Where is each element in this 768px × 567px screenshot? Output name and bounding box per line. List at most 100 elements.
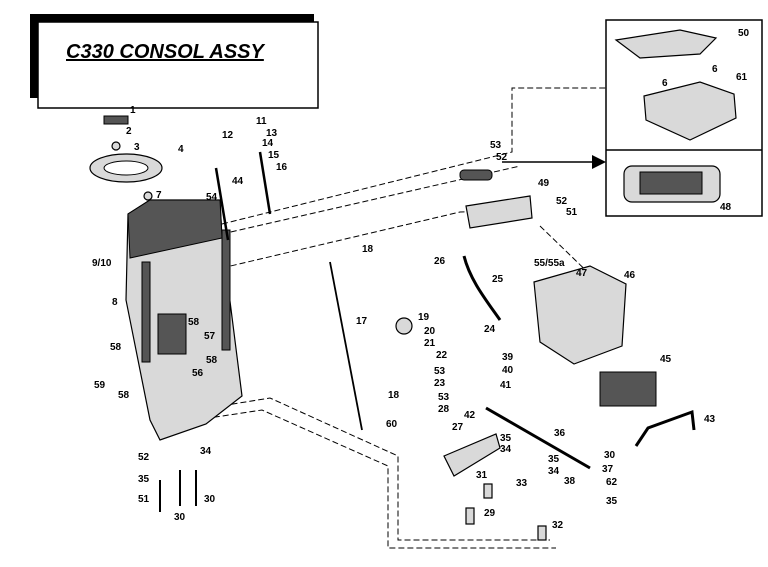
callout-c23: 23	[434, 378, 446, 389]
steering-assembly	[89, 115, 163, 201]
callout-c35c: 35	[548, 454, 560, 465]
callout-c57: 57	[204, 331, 216, 342]
switch-block	[157, 313, 187, 355]
title-box: C330 CONSOL ASSY	[30, 14, 319, 109]
callout-c58c: 58	[110, 342, 122, 353]
callout-c15: 15	[268, 150, 280, 161]
callout-c56: 56	[192, 368, 204, 379]
callout-c61: 61	[736, 72, 748, 83]
callout-c1: 1	[130, 105, 136, 116]
callout-c34c: 34	[548, 466, 560, 477]
callout-c51b: 51	[566, 207, 578, 218]
callout-c29: 29	[484, 508, 496, 519]
callout-c6a: 6	[662, 78, 668, 89]
callout-c910: 9/10	[92, 258, 112, 269]
callout-c54: 54	[206, 192, 218, 203]
part-36-rod	[485, 406, 591, 470]
callout-c8: 8	[112, 297, 118, 308]
callout-c53b: 53	[434, 366, 446, 377]
callout-c33: 33	[516, 478, 528, 489]
callout-c18b: 18	[388, 390, 400, 401]
console-side-rail-right	[221, 229, 231, 351]
callout-c21: 21	[424, 338, 436, 349]
callout-c25: 25	[492, 274, 504, 285]
callout-c47: 47	[576, 268, 588, 279]
callout-c11: 11	[256, 116, 267, 127]
callout-c53c: 53	[438, 392, 450, 403]
callout-c38: 38	[564, 476, 576, 487]
part-3-nut	[111, 141, 121, 151]
part-48-connector	[639, 171, 703, 195]
callout-c52c: 52	[556, 196, 568, 207]
callout-c7: 7	[156, 190, 162, 201]
callout-c46: 46	[624, 270, 636, 281]
callout-c18a: 18	[362, 244, 374, 255]
callout-c42: 42	[464, 410, 476, 421]
callout-c41: 41	[500, 380, 512, 391]
callout-c35a: 35	[138, 474, 150, 485]
callout-c6b: 6	[712, 64, 718, 75]
callout-c31: 31	[476, 470, 488, 481]
callout-c58b: 58	[206, 355, 218, 366]
callout-c40: 40	[502, 365, 514, 376]
callout-c14: 14	[262, 138, 274, 149]
callout-c30b: 30	[174, 512, 186, 523]
callout-c24: 24	[484, 324, 496, 335]
part-16-rod	[258, 151, 272, 215]
callout-c4: 4	[178, 144, 184, 155]
mid-parts	[395, 169, 696, 477]
part-7-washer	[143, 191, 153, 201]
part-43-strap	[634, 409, 696, 447]
callout-c35d: 35	[606, 496, 618, 507]
callout-c28: 28	[438, 404, 450, 415]
callout-c51a: 51	[138, 494, 150, 505]
callout-c32: 32	[552, 520, 564, 531]
pointer-arrow	[502, 155, 606, 169]
callout-c62: 62	[606, 477, 618, 488]
console-side-rail	[141, 261, 151, 363]
callout-c34b: 34	[500, 444, 512, 455]
callout-c5555a: 55/55a	[534, 258, 565, 269]
part-49-bracket	[465, 195, 533, 229]
callout-c58a: 58	[188, 317, 200, 328]
callout-c39: 39	[502, 352, 514, 363]
callout-c43: 43	[704, 414, 716, 425]
callout-c49: 49	[538, 178, 550, 189]
callout-c58d: 58	[118, 390, 130, 401]
part-17-rod	[329, 261, 363, 431]
console-top	[127, 199, 223, 259]
callout-c36: 36	[554, 428, 566, 439]
inset-panel	[605, 19, 763, 217]
callout-c34a: 34	[200, 446, 212, 457]
callout-c50: 50	[738, 28, 750, 39]
part-45-battery	[599, 371, 657, 407]
callout-c2: 2	[126, 126, 132, 137]
callout-c48: 48	[720, 202, 732, 213]
fasteners	[159, 470, 547, 541]
part-61-housing	[643, 81, 737, 141]
part-25-cable	[462, 255, 502, 321]
callout-c19: 19	[418, 312, 430, 323]
callout-c45: 45	[660, 354, 672, 365]
callout-c35b: 35	[500, 433, 512, 444]
callout-c13: 13	[266, 128, 278, 139]
part-27-plate	[443, 433, 501, 477]
callout-c52a: 52	[138, 452, 150, 463]
callout-c16: 16	[276, 162, 288, 173]
callout-c30c: 30	[604, 450, 616, 461]
steering-wheel-hub	[103, 160, 149, 176]
callout-c60: 60	[386, 419, 398, 430]
callout-c20: 20	[424, 326, 436, 337]
callout-c17: 17	[356, 316, 368, 327]
console-body	[125, 199, 243, 441]
callout-c22: 22	[436, 350, 448, 361]
part-1-cap	[103, 115, 129, 125]
callout-c52b: 52	[496, 152, 508, 163]
part-46-tank	[533, 265, 627, 365]
rods	[214, 151, 591, 470]
callout-c59: 59	[94, 380, 106, 391]
callout-c30a: 30	[204, 494, 216, 505]
callout-c27: 27	[452, 422, 464, 433]
